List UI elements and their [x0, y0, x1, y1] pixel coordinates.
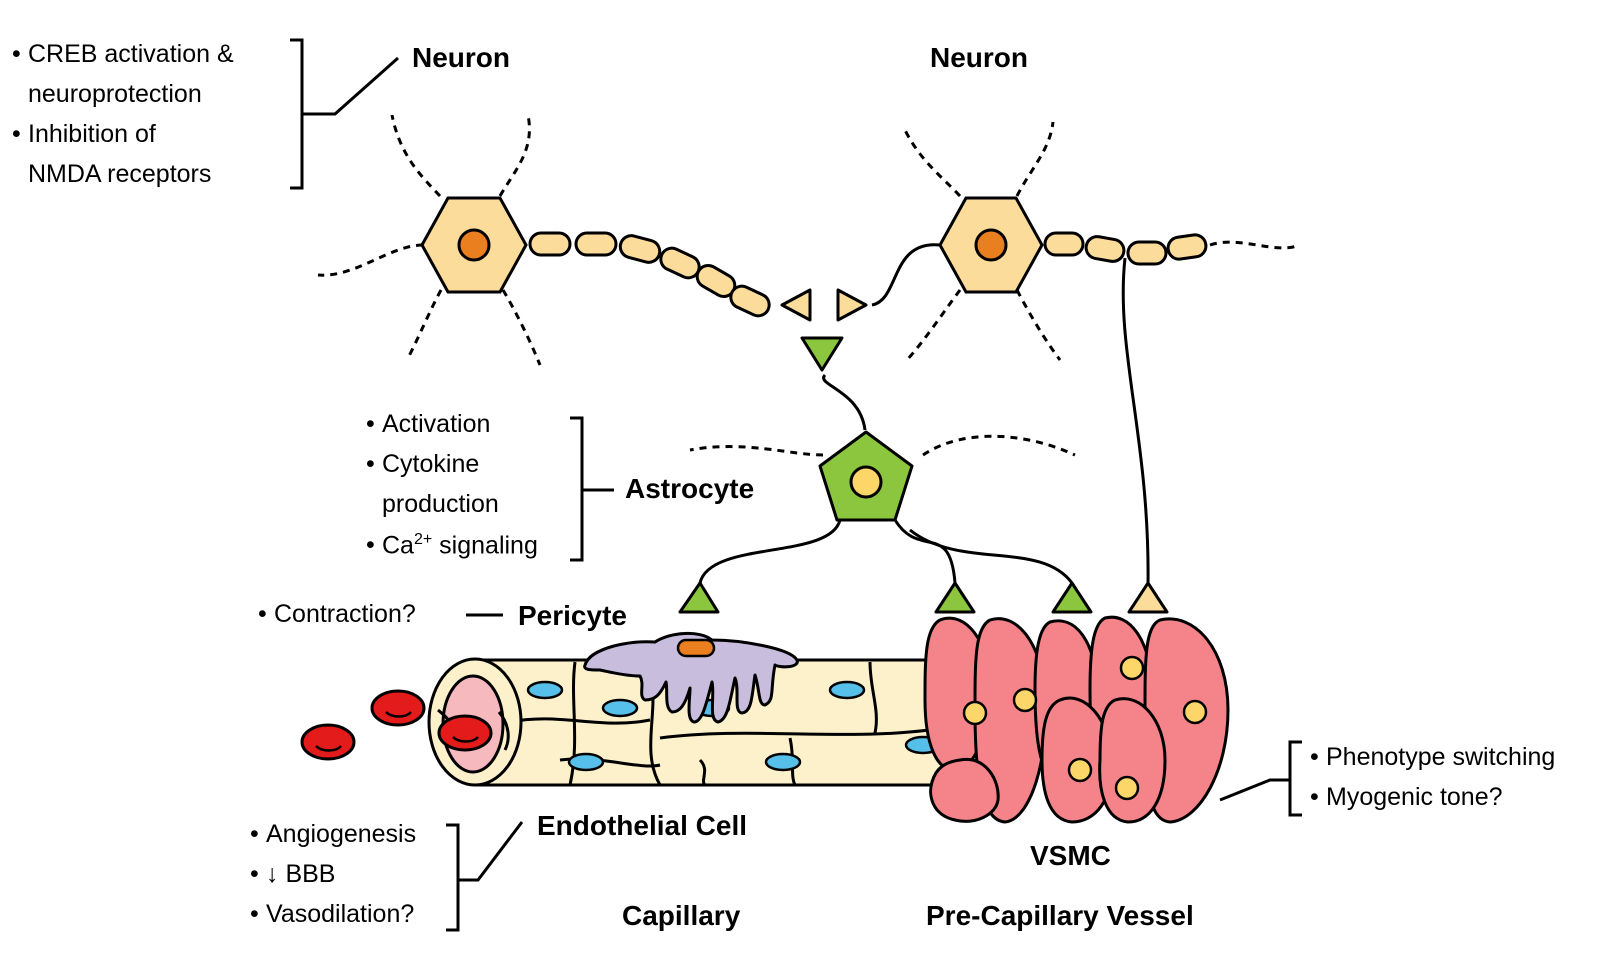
pericyte-body — [583, 632, 799, 724]
pericyte-nucleus — [676, 638, 716, 658]
astrocyte — [818, 430, 914, 522]
astrocyte-note-2-cont: production — [382, 490, 499, 518]
endothelial-cell-borders — [509, 661, 961, 787]
pericyte-note: •Contraction? — [258, 600, 416, 628]
label-vsmc: VSMC — [1030, 840, 1111, 871]
label-neuron-right: Neuron — [930, 42, 1028, 73]
dendrites — [317, 114, 1301, 457]
neuron-note-1-cont: neuroprotection — [28, 80, 202, 108]
postsynaptic-terminal — [836, 288, 868, 322]
astrocyte-endfoot-synapse — [800, 336, 844, 372]
pointer-vsmc — [1219, 778, 1290, 802]
neuron-left — [420, 196, 528, 294]
neuron-terminal — [1127, 581, 1169, 614]
vsmc-layer — [923, 615, 1230, 824]
red-blood-cell — [370, 689, 426, 727]
pointer-endothelial — [458, 821, 524, 882]
astrocyte-endfoot — [1051, 581, 1093, 614]
bracket-astrocyte — [570, 416, 584, 562]
astrocyte-note-2: •Cytokine — [366, 450, 480, 478]
brackets — [290, 38, 1302, 932]
label-neuron-left: Neuron — [412, 42, 510, 73]
bracket-neuron — [290, 38, 304, 190]
endothelial-note-1: •Angiogenesis — [250, 820, 417, 848]
red-blood-cell — [300, 723, 356, 761]
endothelial-note-2: •↓ BBB — [250, 860, 336, 888]
neuron-nucleus — [974, 228, 1008, 262]
astrocyte-note-1: •Activation — [366, 410, 491, 438]
vsmc-note-2: •Myogenic tone? — [1310, 783, 1503, 811]
bracket-endothelial — [446, 823, 460, 932]
endothelial-note-3: •Vasodilation? — [250, 900, 415, 928]
pointer-neuron — [302, 56, 399, 116]
vsmc-note-1: •Phenotype switching — [1310, 743, 1556, 771]
red-blood-cells — [300, 689, 493, 761]
pericyte — [583, 632, 799, 724]
label-endothelial-cell: Endothelial Cell — [537, 810, 748, 841]
neuron-note-2-cont: NMDA receptors — [28, 160, 212, 188]
neurites — [698, 243, 1150, 586]
vsmc-cell — [929, 757, 1000, 823]
astrocyte-endfoot — [678, 581, 720, 614]
neuron-nucleus — [457, 228, 491, 262]
label-capillary: Capillary — [622, 900, 741, 931]
label-pericyte: Pericyte — [518, 600, 627, 631]
label-astrocyte: Astrocyte — [625, 473, 755, 504]
presynaptic-terminal — [780, 288, 812, 322]
bracket-vsmc — [1288, 740, 1302, 817]
astrocyte-note-3: •Ca2+ signaling — [366, 531, 538, 560]
label-pre-capillary-vessel: Pre-Capillary Vessel — [926, 900, 1194, 931]
red-blood-cell — [437, 714, 493, 752]
axon-right — [1043, 231, 1208, 266]
neuron-right — [938, 196, 1044, 294]
neuron-note-2: •Inhibition of — [12, 120, 156, 148]
vsmc-nuclei — [962, 655, 1208, 801]
astrocyte-nucleus — [849, 465, 883, 499]
neuron-note-1: •CREB activation & — [12, 40, 234, 68]
axon-left — [528, 231, 771, 318]
astrocyte-endfoot — [934, 581, 976, 614]
